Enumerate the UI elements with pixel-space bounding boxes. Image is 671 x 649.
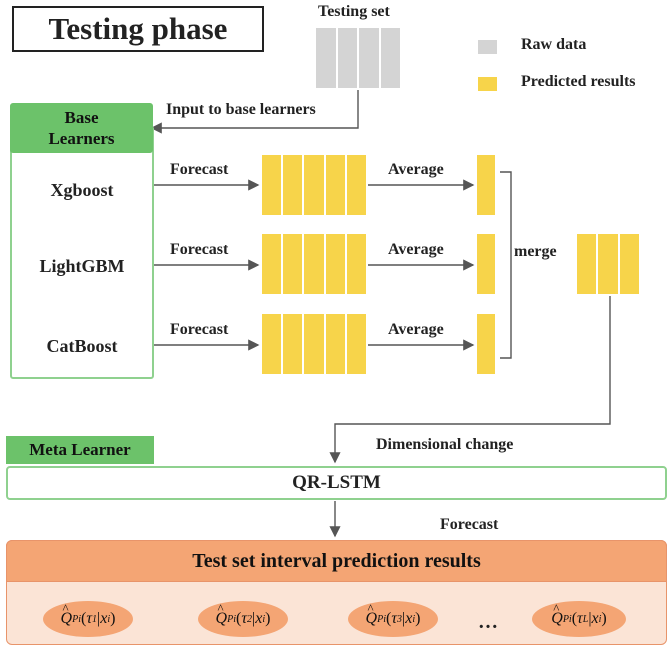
testing-set-label: Testing set <box>318 3 390 20</box>
prediction-cell <box>283 155 303 215</box>
forecast-label-1: Forecast <box>170 161 229 178</box>
average-label-2: Average <box>388 241 444 258</box>
learner-catboost: CatBoost <box>46 336 118 356</box>
merge-label: merge <box>514 243 557 260</box>
page-title: Testing phase <box>48 11 228 46</box>
averaged-block-3 <box>477 314 495 374</box>
qr-lstm-box: QR-LSTM <box>6 466 667 500</box>
average-label-1: Average <box>388 161 444 178</box>
prediction-block-2 <box>262 234 367 294</box>
raw-data-cell <box>380 28 400 88</box>
dimensional-change-label: Dimensional change <box>376 436 514 453</box>
prediction-cell <box>262 314 282 374</box>
legend-label-raw: Raw data <box>521 36 587 53</box>
prediction-cell <box>262 234 282 294</box>
merged-cell <box>598 234 618 294</box>
prediction-cell <box>325 234 345 294</box>
prediction-cell <box>304 314 324 374</box>
input-label: Input to base learners <box>166 101 316 118</box>
forecast-label-3: Forecast <box>170 321 229 338</box>
prediction-block-3 <box>262 314 367 374</box>
testing-set-block <box>316 28 400 88</box>
quantile-ellipse-L: QPi(τL|xi) <box>532 601 626 637</box>
merged-block <box>577 234 639 294</box>
prediction-cell <box>262 155 282 215</box>
quantile-ellipse-2: QPi(τ2|xi) <box>198 601 288 637</box>
prediction-cell <box>346 314 367 374</box>
prediction-cell <box>283 314 303 374</box>
raw-data-cell <box>337 28 357 88</box>
averaged-block-1 <box>477 155 495 215</box>
base-learners-box <box>10 126 154 379</box>
raw-data-cell <box>359 28 379 88</box>
merged-cell <box>577 234 597 294</box>
prediction-cell <box>325 314 345 374</box>
prediction-cell <box>346 155 367 215</box>
meta-learner-header: Meta Learner <box>6 436 154 464</box>
qr-lstm-label: QR-LSTM <box>292 472 381 493</box>
average-label-3: Average <box>388 321 444 338</box>
title-box: Testing phase <box>12 6 264 52</box>
prediction-cell <box>283 234 303 294</box>
averaged-block-2 <box>477 234 495 294</box>
prediction-cell <box>346 234 367 294</box>
prediction-cell <box>325 155 345 215</box>
learner-xgboost: Xgboost <box>50 180 114 200</box>
results-header: Test set interval prediction results <box>6 540 667 582</box>
legend-label-predicted: Predicted results <box>521 73 636 90</box>
input-arrow <box>150 90 359 134</box>
raw-data-cell <box>316 28 336 88</box>
merged-cell <box>619 234 639 294</box>
dimensional-change-arrow <box>329 296 611 464</box>
ellipsis: … <box>478 611 498 633</box>
prediction-cell <box>304 234 324 294</box>
legend-swatch-raw <box>478 40 497 54</box>
meta-forecast-label: Forecast <box>440 516 499 533</box>
forecast-label-2: Forecast <box>170 241 229 258</box>
learner-lightgbm: LightGBM <box>39 256 125 276</box>
merge-bracket <box>500 171 512 359</box>
prediction-block-1 <box>262 155 367 215</box>
quantile-ellipse-3: QPi(τ3|xi) <box>348 601 438 637</box>
base-learners-header: Base Learners <box>10 103 153 153</box>
prediction-cell <box>304 155 324 215</box>
quantile-ellipse-1: QPi(τ1|xi) <box>43 601 133 637</box>
legend-swatch-predicted <box>478 77 497 91</box>
